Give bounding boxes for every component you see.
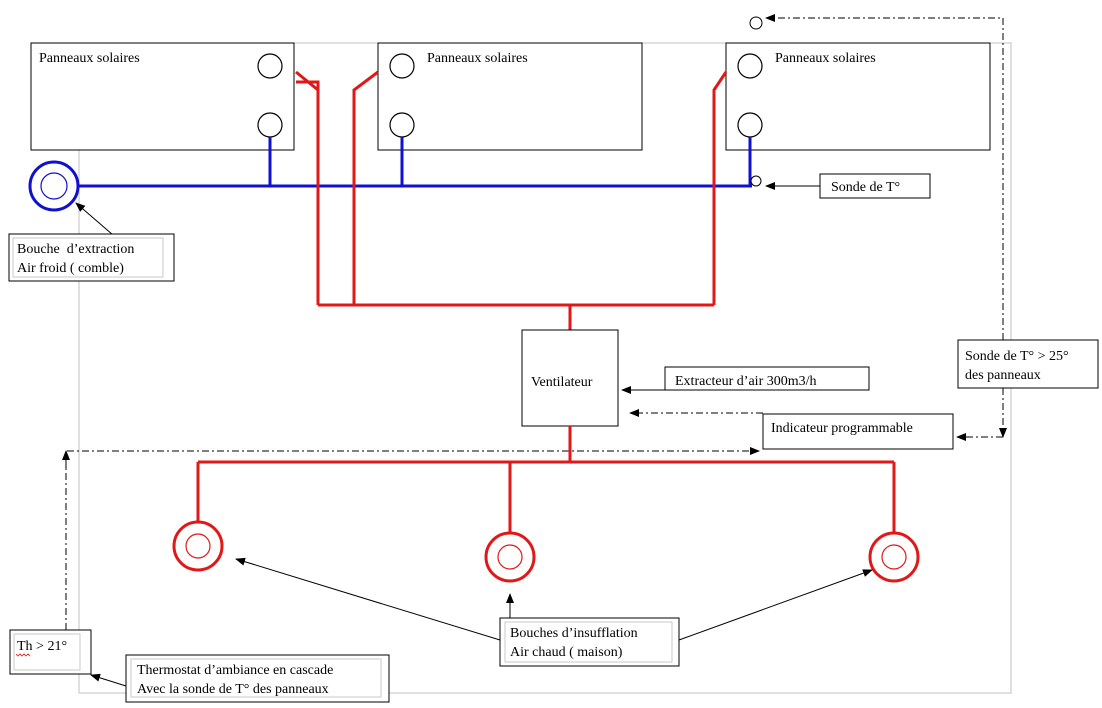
thermostat-control-line — [65, 447, 760, 630]
extraction-label-box: Bouche d’extraction Air froid ( comble) — [8, 233, 175, 282]
thermostat-label-arrow — [90, 673, 127, 687]
thermostat-setpoint-box: Th > 21° — [9, 629, 92, 675]
panel-port-top — [737, 53, 763, 79]
solar-panel-label: Panneaux solaires — [775, 51, 876, 66]
solar-panel-1: Panneaux solaires — [30, 42, 295, 151]
solar-panel-3: Panneaux solaires — [725, 42, 991, 151]
extractor-label-box: Extracteur d’air 300m3/h — [664, 366, 870, 391]
insufflation-vent-icon — [172, 520, 224, 572]
thermostat-label-line1: Thermostat d’ambiance en cascade — [137, 663, 333, 678]
insufflation-arrow-right — [678, 569, 873, 641]
sensor-label-box: Sonde de T° — [819, 173, 931, 199]
thermostat-setpoint-label: Th > 21° — [17, 639, 67, 654]
insufflation-label-line2: Air chaud ( maison) — [510, 645, 623, 660]
panel-sensor-label-line2: des panneaux — [965, 368, 1041, 383]
insufflation-vent-icon — [484, 531, 536, 583]
solar-panel-2: Panneaux solaires — [377, 42, 643, 151]
panel-port-bottom — [257, 112, 283, 138]
extraction-vent-icon — [28, 160, 80, 212]
panel-sensor-label-box: Sonde de T° > 25° des panneaux — [957, 339, 1099, 389]
insufflation-vent-icon — [868, 531, 920, 583]
insufflation-arrow-left — [235, 557, 501, 641]
temperature-sensor-icon — [750, 175, 762, 187]
fan-label: Ventilateur — [531, 375, 593, 390]
extraction-label-line1: Bouche d’extraction — [17, 242, 134, 257]
solar-panel-label: Panneaux solaires — [427, 51, 528, 66]
insufflation-label-box: Bouches d’insufflation Air chaud ( maiso… — [499, 617, 680, 667]
hot-air-collector-duct — [295, 70, 728, 330]
cold-air-duct — [78, 137, 752, 188]
panel-sensor-top-line — [765, 14, 1004, 340]
panel-port-top — [257, 53, 283, 79]
panel-port-bottom — [389, 112, 415, 138]
extraction-label-line2: Air froid ( comble) — [17, 261, 124, 276]
indicator-box: Indicateur programmable — [762, 413, 954, 450]
panel-port-bottom — [737, 112, 763, 138]
extractor-label: Extracteur d’air 300m3/h — [675, 374, 817, 389]
sensor-label: Sonde de T° — [831, 180, 900, 195]
hot-air-distribution-duct — [196, 426, 896, 533]
thermostat-label-line2: Avec la sonde de T° des panneaux — [137, 682, 329, 697]
roof-sensor-icon — [749, 16, 763, 30]
solar-panel-label: Panneaux solaires — [39, 51, 140, 66]
panel-sensor-label-line1: Sonde de T° > 25° — [965, 349, 1069, 364]
thermostat-label-box: Thermostat d’ambiance en cascade Avec la… — [125, 654, 390, 703]
spellcheck-squiggle — [15, 653, 31, 657]
insufflation-label-line1: Bouches d’insufflation — [510, 626, 638, 641]
panel-port-top — [389, 53, 415, 79]
indicator-label: Indicateur programmable — [771, 421, 913, 436]
extraction-arrow — [75, 202, 114, 236]
fan-box: Ventilateur — [521, 329, 619, 427]
